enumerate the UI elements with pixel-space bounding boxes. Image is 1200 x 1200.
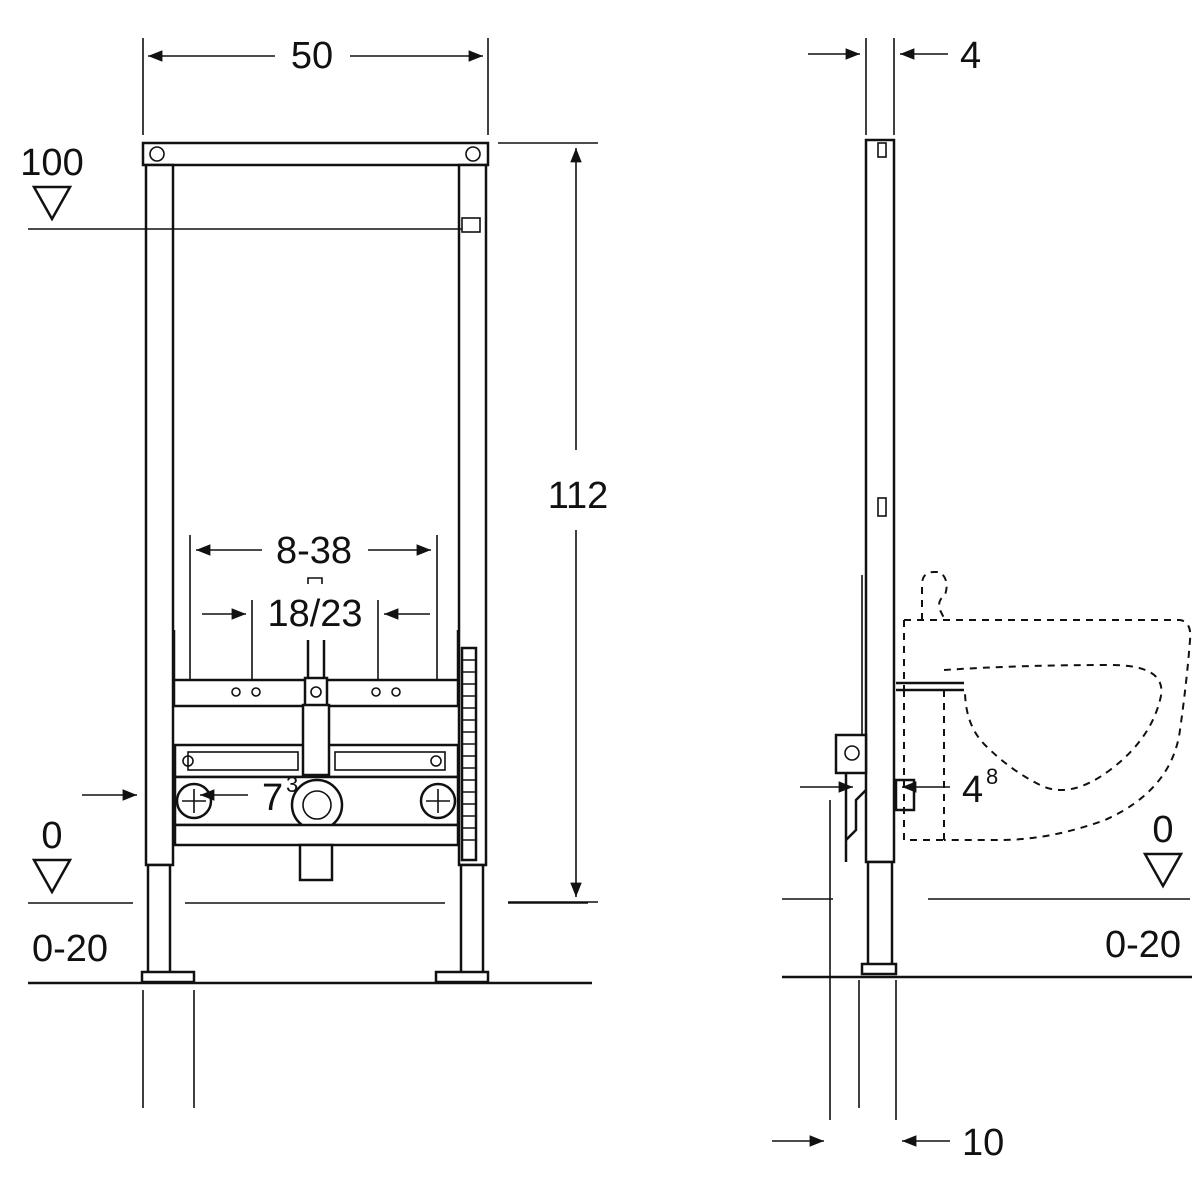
level-100-marker: 100 xyxy=(20,142,462,230)
foot-label-sup: 3 xyxy=(286,772,298,797)
side-leg xyxy=(866,860,894,974)
offset-dimension: 4 8 xyxy=(800,764,998,1120)
outer-spacing-dimension: 8-38 xyxy=(189,530,438,680)
right-leg xyxy=(459,863,485,975)
height-dimension: 112 xyxy=(498,142,609,903)
side-level-0-label: 0 xyxy=(1152,809,1173,851)
side-view: 4 0 xyxy=(772,35,1192,1164)
inner-spacing-dimension: 18/23 xyxy=(202,577,430,688)
frame-top-rail xyxy=(141,141,490,167)
front-range-label: 0-20 xyxy=(32,928,108,970)
width-dimension: 50 xyxy=(142,35,489,135)
base-label: 10 xyxy=(962,1122,1004,1164)
fitting-assembly xyxy=(173,703,460,882)
side-level-0-marker: 0 xyxy=(782,809,1190,900)
side-range-label: 0-20 xyxy=(1105,924,1181,966)
front-level-0-label: 0 xyxy=(41,815,62,857)
inner-spacing-label: 18/23 xyxy=(267,593,362,635)
offset-label: 4 xyxy=(962,769,983,811)
depth-label: 4 xyxy=(960,35,981,77)
height-label: 112 xyxy=(548,475,609,517)
outer-spacing-label: 8-38 xyxy=(276,530,352,572)
side-bracket xyxy=(834,575,964,862)
offset-label-sup: 8 xyxy=(986,764,998,789)
base-dimension: 10 xyxy=(772,1122,1004,1164)
left-leg xyxy=(146,863,172,975)
level-100-label: 100 xyxy=(20,142,83,184)
bidet-outline xyxy=(903,571,1192,841)
front-level-0-marker: 0 xyxy=(28,815,588,904)
width-label: 50 xyxy=(291,35,333,77)
left-upright xyxy=(144,163,175,867)
right-foot xyxy=(434,970,490,984)
side-foot xyxy=(860,962,898,976)
foot-label: 7 xyxy=(262,777,283,819)
left-foot xyxy=(140,970,196,984)
depth-dimension: 4 xyxy=(808,35,981,135)
foot-dimension: 7 3 xyxy=(82,772,298,1108)
front-view: 50 100 112 xyxy=(20,35,608,1108)
side-upright xyxy=(864,138,896,864)
